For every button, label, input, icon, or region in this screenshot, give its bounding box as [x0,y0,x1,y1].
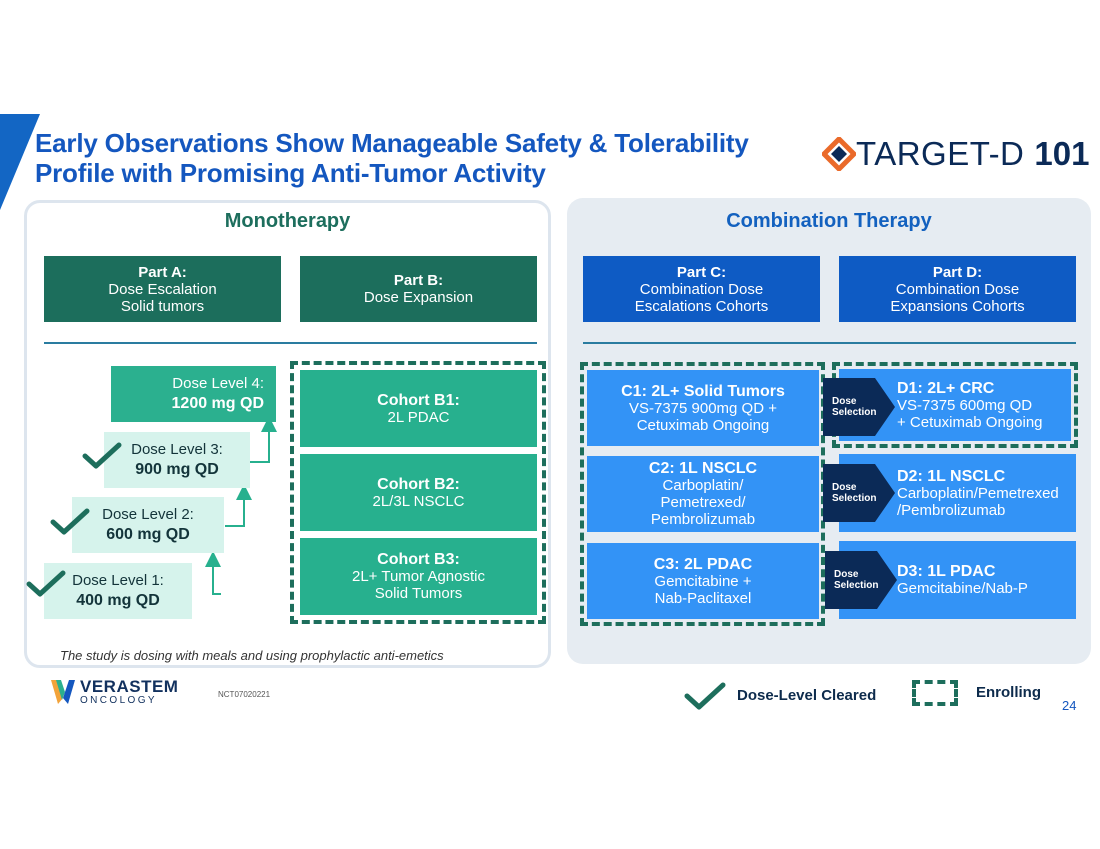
cohort-c3: C3: 2L PDAC Gemcitabine + Nab-Paclitaxel [587,543,819,619]
dose-level-3-dose: 900 mg QD [135,461,219,478]
cohort-d2-title: D2: 1L NSCLC [897,467,1006,485]
part-a-line1: Dose Escalation [108,280,217,298]
dose-selection-label: Dose Selection [832,482,877,504]
cohort-c1: C1: 2L+ Solid Tumors VS-7375 900mg QD + … [587,370,819,446]
cohort-d1-line1: VS-7375 600mg QD [897,396,1033,414]
dose-level-1-check-icon [26,570,66,597]
legend-enrolling-label: Enrolling [976,684,1041,701]
cohort-d3-title: D3: 1L PDAC [897,563,996,580]
dose-level-2: Dose Level 2: 600 mg QD [72,497,224,553]
cohort-c2-title: C2: 1L NSCLC [648,460,758,477]
slide-title: Early Observations Show Manageable Safet… [35,128,749,188]
cohort-d2-line1: Carboplatin/Pemetrexed [897,484,1059,502]
logo-number: 101 [1034,135,1090,172]
dose-selection-label: Dose Selection [834,569,879,591]
legend-cleared-label: Dose-Level Cleared [737,687,877,704]
cohort-b2-line1: 2L/3L NSCLC [372,492,465,510]
combo-divider [583,342,1076,344]
part-c-line1: Combination Dose [639,280,764,298]
cohort-b1-title: Cohort B1: [377,391,460,409]
cohort-c3-title: C3: 2L PDAC [653,555,753,573]
part-c-header: Part C: Combination Dose Escalations Coh… [583,256,820,322]
cohort-b3: Cohort B3: 2L+ Tumor Agnostic Solid Tumo… [300,538,537,615]
dose-selection-arrow-3: Dose Selection [825,551,897,609]
part-c-line2: Escalations Cohorts [634,297,769,315]
cohort-b3-line2: Solid Tumors [374,585,463,602]
cohort-b3-title: Cohort B3: [377,551,460,568]
cohort-b3-line1: 2L+ Tumor Agnostic [352,568,485,585]
verastem-logo: VERASTEM ONCOLOGY [50,678,178,706]
legend-check-icon [684,682,726,710]
dose-selection-arrow-1: Dose Selection [823,378,895,436]
dose-level-4: Dose Level 4: 1200 mg QD [111,366,276,422]
dose-level-3-label: Dose Level 3: [131,441,223,458]
slide-title-line2: Profile with Promising Anti-Tumor Activi… [35,158,546,188]
dose-level-1: Dose Level 1: 400 mg QD [44,563,192,619]
dose-escalation-connectors [205,416,277,595]
cohort-b2-title: Cohort B2: [377,475,460,493]
part-c-label: Part C: [676,263,727,281]
cohort-c1-title: C1: 2L+ Solid Tumors [621,382,785,400]
dose-level-2-dose: 600 mg QD [106,526,190,543]
cohort-b1: Cohort B1: 2L PDAC [300,370,537,447]
dose-selection-label: Dose Selection [832,396,877,418]
dose-level-2-label: Dose Level 2: [102,506,194,523]
part-b-enrolling-frame [290,361,546,624]
combination-heading: Combination Therapy [726,210,932,232]
dose-selection-arrow-2: Dose Selection [823,464,895,522]
cohort-d1-line2: + Cetuximab Ongoing [897,413,1043,431]
monotherapy-heading: Monotherapy [224,210,351,232]
cohort-b2: Cohort B2: 2L/3L NSCLC [300,454,537,531]
logo-text: TARGET-D [856,135,1025,172]
cohort-c2-line3: Pembrolizumab [650,511,756,528]
cohort-c1-line1: VS-7375 900mg QD + [628,399,777,417]
target-d-logo: TARGET-D 101 [822,134,1089,174]
dose-level-2-check-icon [50,508,90,535]
cohort-c1-line2: Cetuximab Ongoing [636,416,770,434]
cohort-c3-line1: Gemcitabine + [654,572,752,590]
trial-id: NCT07020221 [218,690,271,699]
dose-level-3-check-icon [82,442,122,469]
part-a-label: Part A: [138,263,187,281]
part-a-header: Part A: Dose Escalation Solid tumors [44,256,281,322]
dose-level-1-label: Dose Level 1: [72,572,164,589]
cohort-c2-line2: Pemetrexed/ [660,494,746,511]
verastem-v-icon [51,680,75,704]
dose-level-4-dose: 1200 mg QD [171,395,264,412]
chevron-right-icon [823,464,895,522]
dose-level-3: Dose Level 3: 900 mg QD [104,432,250,488]
cohort-c3-line2: Nab-Paclitaxel [654,589,752,607]
page-number: 24 [1062,698,1077,713]
part-d-line2: Expansions Cohorts [890,297,1025,315]
part-b-line1: Dose Expansion [363,289,474,306]
chevron-right-icon [825,551,897,609]
title-accent-bar [0,114,40,210]
part-d-label: Part D: [932,263,983,281]
cohort-b1-line1: 2L PDAC [387,408,450,426]
dose-level-1-dose: 400 mg QD [76,592,160,609]
chevron-right-icon [823,378,895,436]
cohort-c2: C2: 1L NSCLC Carboplatin/ Pemetrexed/ Pe… [587,456,819,532]
part-d-header: Part D: Combination Dose Expansions Coho… [839,256,1076,322]
company-name: VERASTEM [80,676,179,696]
legend-dashed-box-icon [912,680,958,706]
part-d-line1: Combination Dose [895,280,1020,298]
cohort-c2-line1: Carboplatin/ [662,477,744,494]
footnote: The study is dosing with meals and using… [60,648,444,663]
slide-title-line1: Early Observations Show Manageable Safet… [35,128,749,158]
mono-divider [44,342,537,344]
cohort-d3-line1: Gemcitabine/Nab-P [897,580,1028,597]
verastem-wordmark: VERASTEM ONCOLOGY [80,676,179,706]
part-b-header: Part B: Dose Expansion [300,256,537,322]
part-b-label: Part B: [393,272,444,289]
part-a-line2: Solid tumors [120,297,205,315]
cohort-d1-title: D1: 2L+ CRC [897,379,995,397]
target-diamond-icon [822,137,856,171]
company-subtitle: ONCOLOGY [80,694,157,706]
cohort-d2-line2: /Pembrolizumab [897,501,1006,519]
dose-level-4-label: Dose Level 4: [172,375,264,392]
